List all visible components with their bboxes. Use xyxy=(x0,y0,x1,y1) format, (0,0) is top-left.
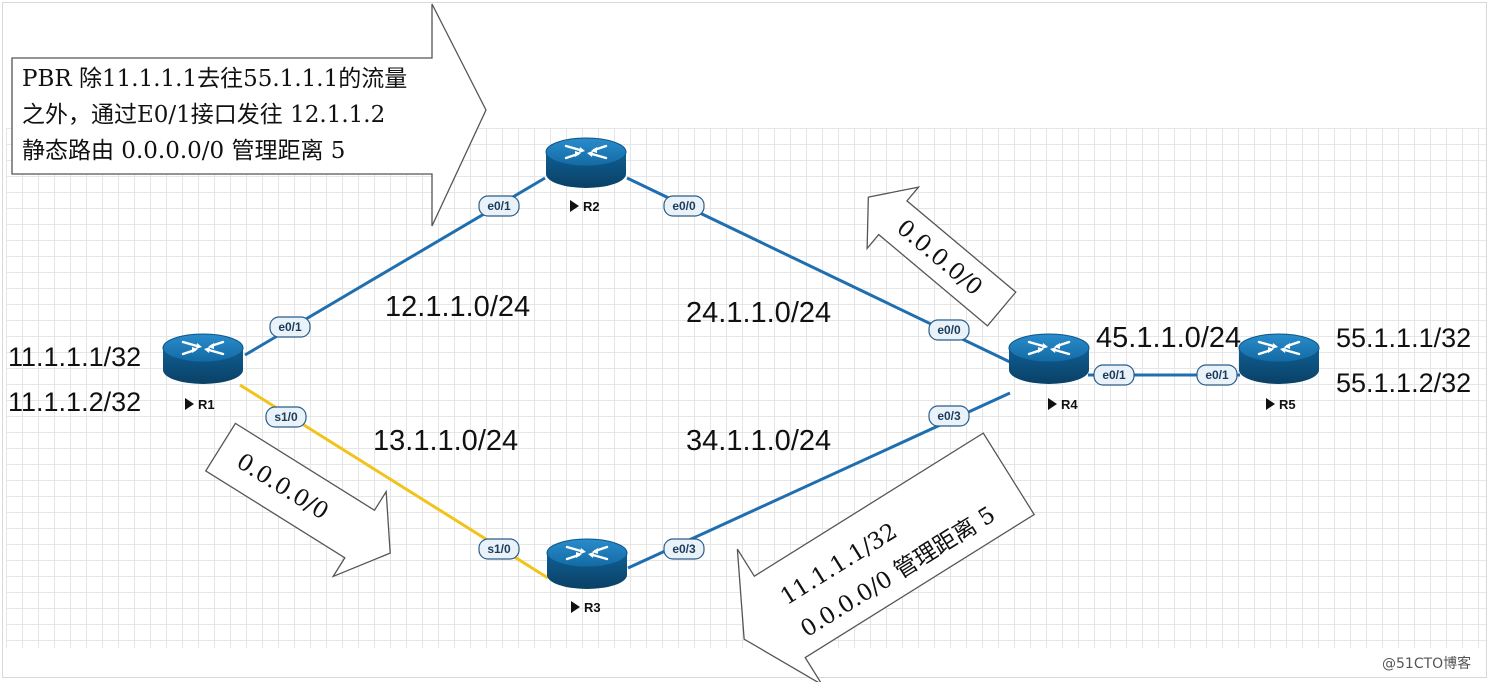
router-r5-icon xyxy=(1237,332,1321,386)
router-r3-marker-icon xyxy=(571,601,580,613)
svg-text:e0/0: e0/0 xyxy=(672,199,696,213)
router-r3-label: R3 xyxy=(584,600,601,615)
callout-pbr-line3: 静态路由 0.0.0.0/0 管理距离 5 xyxy=(22,138,345,164)
router-r1-icon xyxy=(161,332,245,386)
router-r3[interactable]: R3 xyxy=(545,537,629,615)
callout-r1-default-arrow xyxy=(204,422,391,578)
interface-badges: e0/1 s1/0 e0/1 e0/0 s1/0 e0/3 xyxy=(265,195,1238,560)
watermark: @51CTO博客 xyxy=(1382,655,1471,672)
router-r4-marker-icon xyxy=(1048,398,1057,410)
iface-r3-s10[interactable]: s1/0 xyxy=(478,538,520,560)
router-r2-label: R2 xyxy=(583,199,600,214)
network-r1-r2: 12.1.1.0/24 xyxy=(385,291,530,323)
callout-pbr: PBR 除11.1.1.1去往55.1.1.1的流量 之外，通过E0/1接口发往… xyxy=(11,3,487,227)
router-r1-marker-icon xyxy=(185,398,194,410)
iface-r4-e01[interactable]: e0/1 xyxy=(1093,364,1135,386)
svg-text:e0/0: e0/0 xyxy=(937,323,961,337)
host-labels: 11.1.1.1/32 11.1.1.2/32 55.1.1.1/32 55.1… xyxy=(8,323,1471,417)
svg-text:s1/0: s1/0 xyxy=(487,542,511,556)
router-r4-label: R4 xyxy=(1061,397,1078,412)
router-r5-marker-icon xyxy=(1266,398,1275,410)
iface-r2-e01[interactable]: e0/1 xyxy=(478,195,520,217)
router-r4-icon xyxy=(1007,332,1091,386)
iface-r3-e03[interactable]: e0/3 xyxy=(663,538,705,560)
svg-text:e0/1: e0/1 xyxy=(1102,368,1126,382)
router-r3-icon xyxy=(545,537,629,591)
svg-text:e0/1: e0/1 xyxy=(1205,368,1229,382)
iface-r1-e01[interactable]: e0/1 xyxy=(269,316,311,338)
svg-text:e0/1: e0/1 xyxy=(278,320,302,334)
router-r4[interactable]: R4 xyxy=(1007,332,1091,412)
callout-r4-static-arrow xyxy=(736,432,1036,682)
router-r2-icon xyxy=(544,136,628,190)
callout-r4-default-arrow xyxy=(866,186,1017,327)
router-r2[interactable]: R2 xyxy=(544,136,628,214)
callout-pbr-line2: 之外，通过E0/1接口发往 12.1.1.2 xyxy=(22,102,385,128)
iface-r4-e00[interactable]: e0/0 xyxy=(928,319,970,341)
callout-pbr-arrow xyxy=(11,3,487,227)
host-r5-loopback-2: 55.1.1.2/32 xyxy=(1336,368,1471,398)
svg-text:e0/3: e0/3 xyxy=(672,542,696,556)
network-r4-r5: 45.1.1.0/24 xyxy=(1096,322,1241,354)
callout-r4-default: 0.0.0.0/0 xyxy=(866,186,1017,327)
router-r5-label: R5 xyxy=(1279,397,1296,412)
iface-r4-e03[interactable]: e0/3 xyxy=(928,405,970,427)
links xyxy=(239,176,1240,580)
iface-r1-s10[interactable]: s1/0 xyxy=(265,406,307,428)
router-r1-label: R1 xyxy=(198,397,215,412)
svg-text:s1/0: s1/0 xyxy=(274,410,298,424)
svg-text:e0/3: e0/3 xyxy=(937,409,961,423)
callout-pbr-line1: PBR 除11.1.1.1去往55.1.1.1的流量 xyxy=(22,66,407,92)
network-r3-r4: 34.1.1.0/24 xyxy=(686,425,831,457)
router-r2-marker-icon xyxy=(570,200,579,212)
iface-r2-e00[interactable]: e0/0 xyxy=(663,195,705,217)
svg-text:e0/1: e0/1 xyxy=(487,199,511,213)
network-r2-r4: 24.1.1.0/24 xyxy=(686,297,831,329)
network-r1-r3: 13.1.1.0/24 xyxy=(373,425,518,457)
grid-background xyxy=(6,128,1486,648)
network-labels: 12.1.1.0/24 24.1.1.0/24 13.1.1.0/24 34.1… xyxy=(373,291,1241,457)
router-r5[interactable]: R5 xyxy=(1237,332,1321,412)
iface-r5-e01[interactable]: e0/1 xyxy=(1196,364,1238,386)
host-r1-loopback-2: 11.1.1.2/32 xyxy=(8,387,141,417)
host-r1-loopback-1: 11.1.1.1/32 xyxy=(8,342,141,372)
router-r1[interactable]: R1 xyxy=(161,332,245,412)
host-r5-loopback-1: 55.1.1.1/32 xyxy=(1336,323,1471,353)
